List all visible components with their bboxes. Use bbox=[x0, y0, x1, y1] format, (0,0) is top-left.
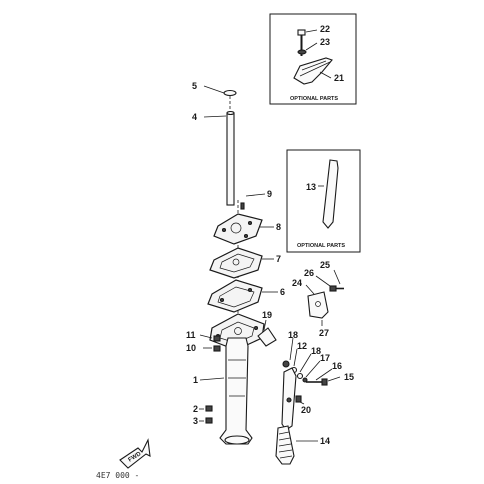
gasket-part-8 bbox=[213, 213, 263, 245]
callout-19: 19 bbox=[262, 310, 272, 320]
optional-parts-caption: OPTIONAL PARTS bbox=[297, 243, 345, 249]
bracket-part-27 bbox=[307, 291, 329, 319]
callout-16: 16 bbox=[332, 361, 342, 371]
callout-15: 15 bbox=[344, 372, 354, 382]
gasket-part-7 bbox=[209, 247, 263, 279]
gasket-part-6 bbox=[207, 279, 263, 313]
grip-part-14 bbox=[275, 425, 295, 465]
bracket-part-21 bbox=[293, 57, 333, 85]
callout-14: 14 bbox=[320, 436, 330, 446]
callout-6: 6 bbox=[280, 287, 285, 297]
washer-part-23 bbox=[297, 49, 307, 55]
callout-21: 21 bbox=[334, 73, 344, 83]
optional-parts-box-mid: 13 OPTIONAL PARTS bbox=[286, 149, 361, 253]
callout-3: 3 bbox=[193, 416, 198, 426]
callout-23: 23 bbox=[320, 37, 330, 47]
callout-20: 20 bbox=[301, 405, 311, 415]
callout-9: 9 bbox=[267, 189, 272, 199]
column-housing-part-1 bbox=[219, 337, 253, 445]
callout-5: 5 bbox=[192, 81, 197, 91]
optional-parts-box-top: 22 23 21 OPTIONAL PARTS bbox=[269, 13, 357, 105]
callout-18-lower: 18 bbox=[311, 346, 321, 356]
callout-22: 22 bbox=[320, 24, 330, 34]
tube-part-4 bbox=[223, 89, 237, 206]
callout-10: 10 bbox=[186, 343, 196, 353]
callout-26: 26 bbox=[304, 268, 314, 278]
callout-17: 17 bbox=[320, 353, 330, 363]
pin-part-9 bbox=[240, 202, 245, 210]
callout-13: 13 bbox=[306, 182, 316, 192]
lever-arm bbox=[281, 367, 297, 431]
screw-parts-24-26 bbox=[329, 285, 344, 292]
plate-part-19 bbox=[257, 327, 277, 347]
optional-parts-caption: OPTIONAL PARTS bbox=[290, 96, 338, 102]
callout-1: 1 bbox=[193, 375, 198, 385]
callout-27: 27 bbox=[319, 328, 329, 338]
forward-arrow-icon: FWD bbox=[119, 438, 151, 469]
callout-25: 25 bbox=[320, 260, 330, 270]
callout-12: 12 bbox=[297, 341, 307, 351]
callout-4: 4 bbox=[192, 112, 197, 122]
screw-part-20 bbox=[295, 395, 302, 403]
bolt-washer-parts-10-11 bbox=[213, 335, 221, 352]
callout-18-upper: 18 bbox=[288, 330, 298, 340]
bolt-parts-2-3 bbox=[205, 405, 213, 424]
figure-code: 4E7 000 - bbox=[96, 471, 139, 480]
rod-part-13 bbox=[322, 159, 339, 229]
callout-8: 8 bbox=[276, 222, 281, 232]
callout-24: 24 bbox=[292, 278, 302, 288]
cap-part-5 bbox=[223, 89, 237, 97]
callout-11: 11 bbox=[186, 330, 196, 340]
callout-2: 2 bbox=[193, 404, 198, 414]
callout-7: 7 bbox=[276, 254, 281, 264]
